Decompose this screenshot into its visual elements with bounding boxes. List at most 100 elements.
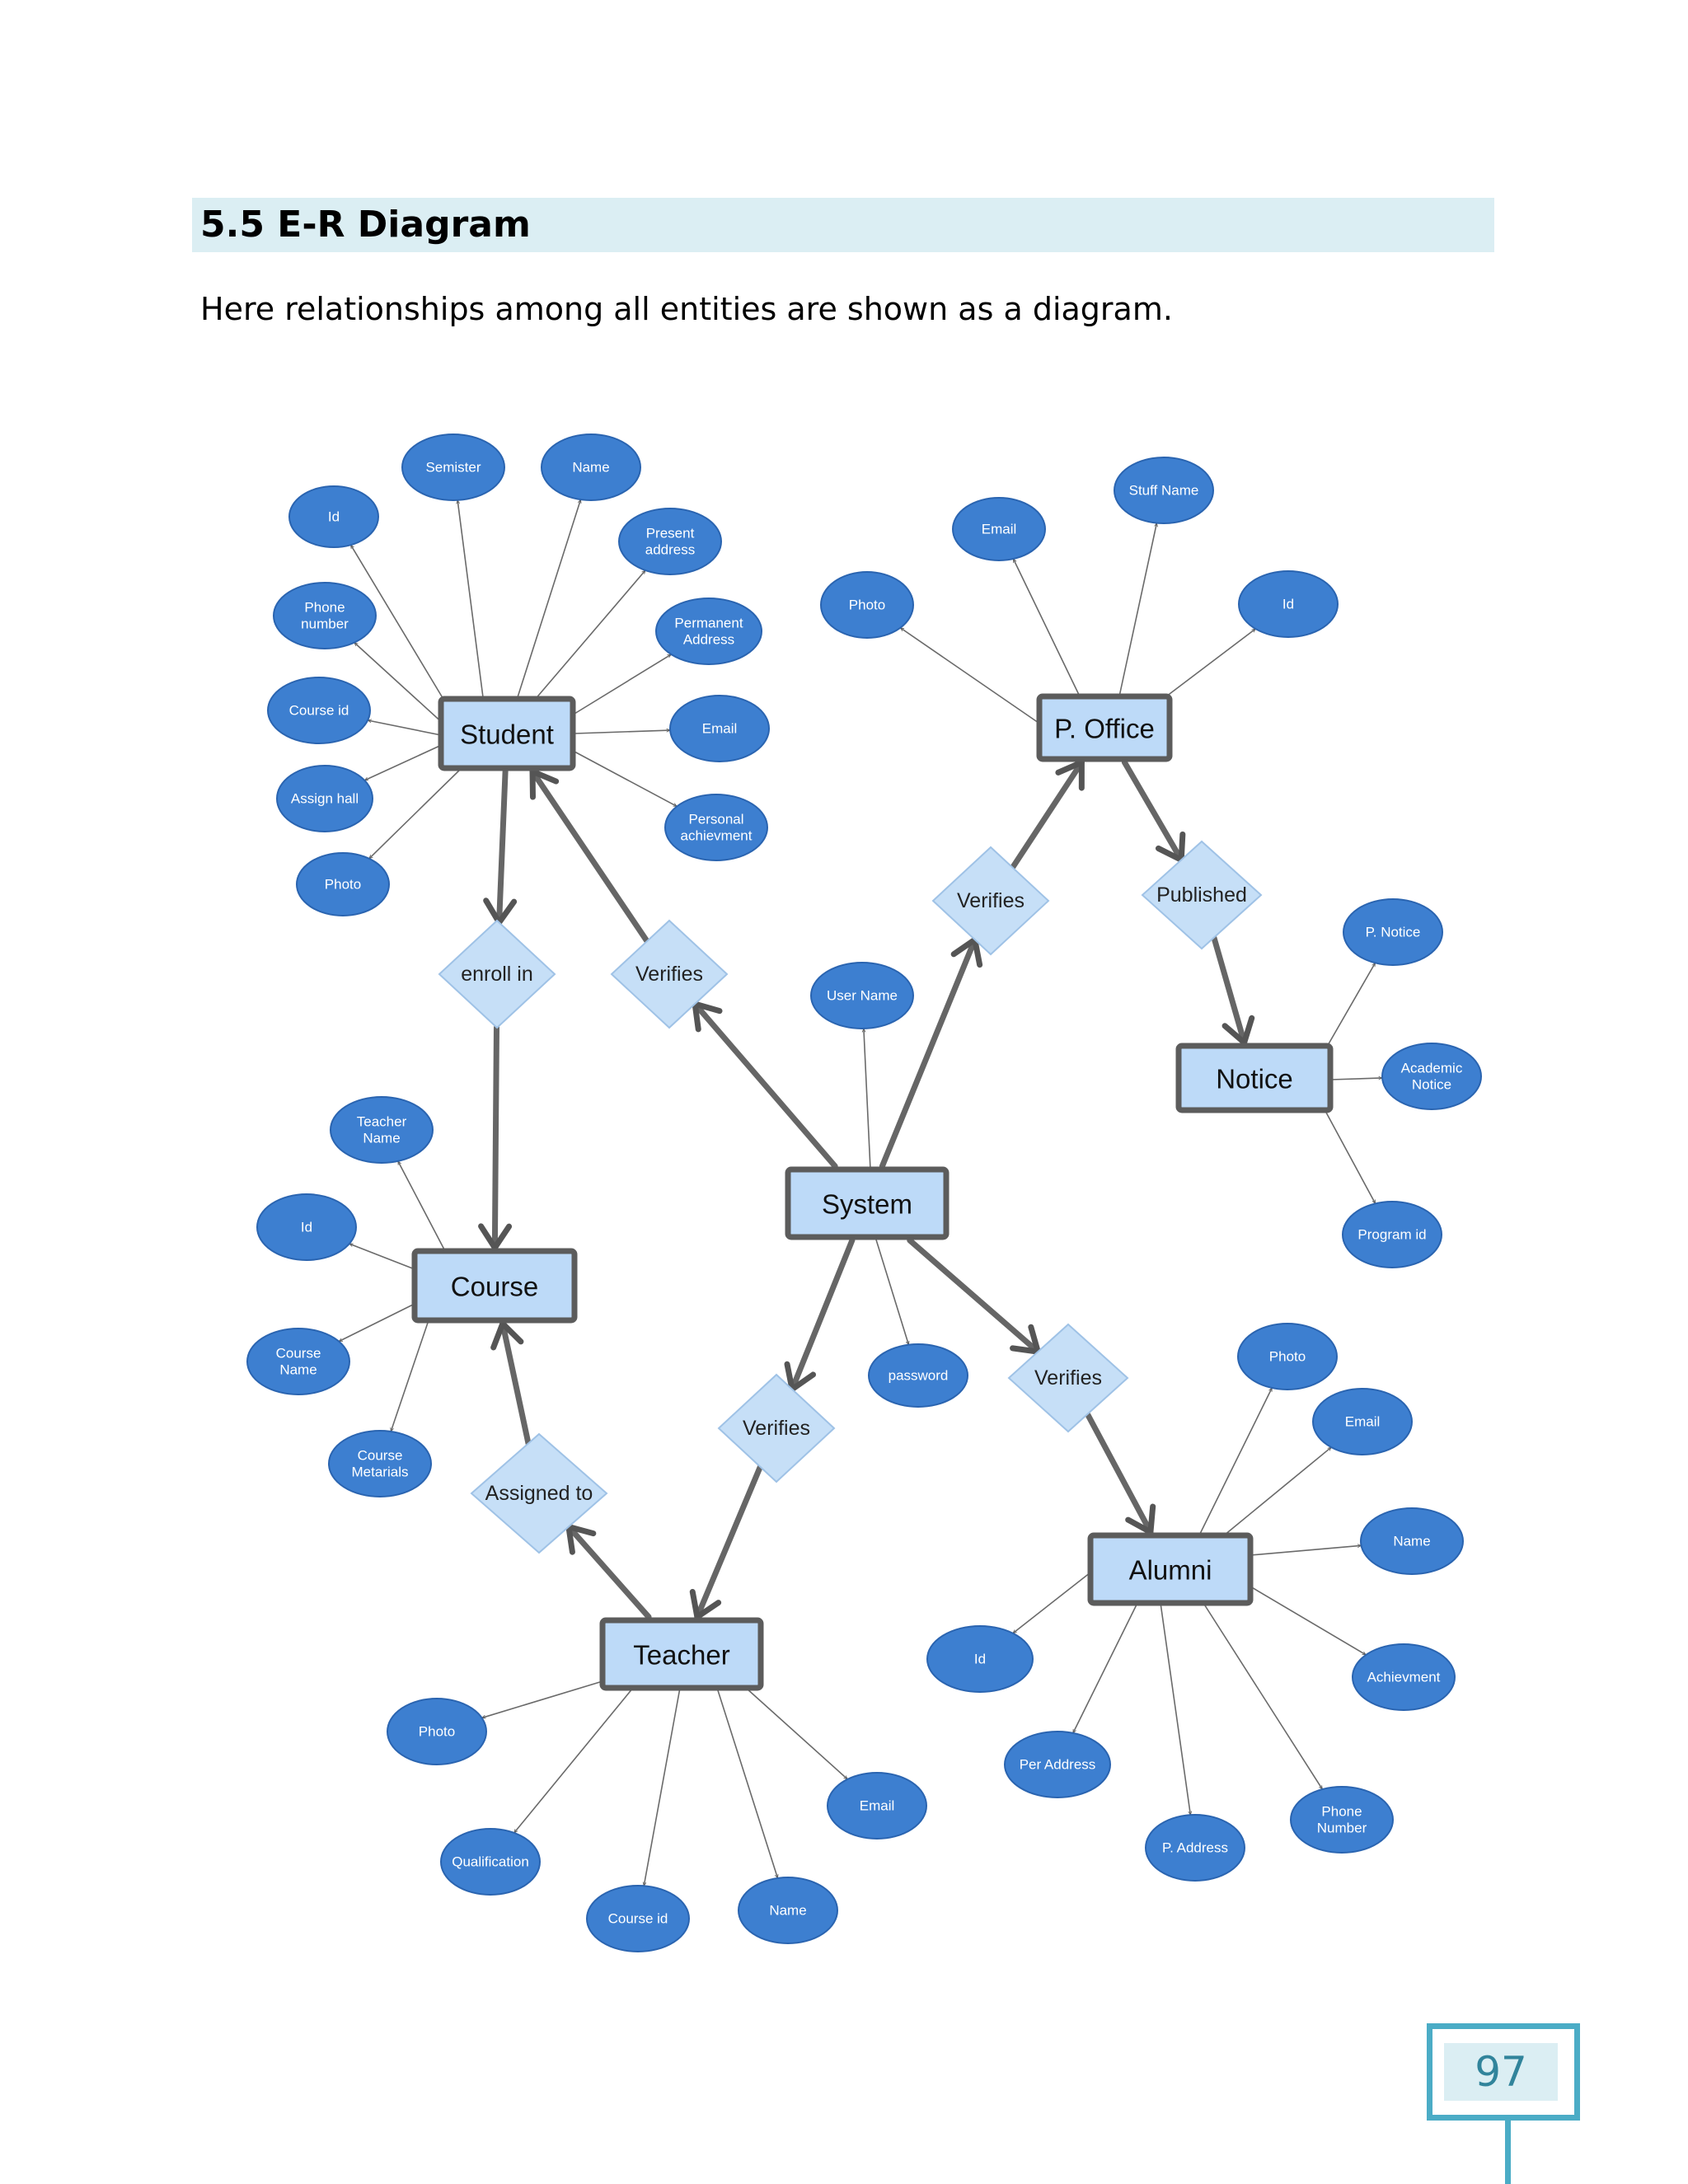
attribute-ellipse — [1004, 1731, 1111, 1798]
attribute-connector — [397, 1161, 446, 1252]
attribute-label: Email — [1345, 1414, 1381, 1430]
attribute-connector — [574, 751, 677, 808]
attribute-student: Id — [288, 485, 379, 548]
relationship-connector — [907, 1237, 1041, 1355]
relationship-verifies_teacher: Verifies — [717, 1373, 836, 1483]
attribute-alumni: Email — [1312, 1388, 1413, 1455]
attribute-poffice: Id — [1238, 570, 1339, 638]
attribute-system: password — [868, 1343, 968, 1408]
attribute-alumni: Photo — [1237, 1323, 1338, 1390]
attribute-student: Photo — [296, 852, 390, 916]
attribute-ellipse — [1114, 457, 1214, 524]
attribute-ellipse — [820, 571, 914, 639]
attribute-ellipse — [246, 1328, 350, 1395]
attribute-label: Teacher — [357, 1113, 407, 1129]
attribute-label: Photo — [419, 1724, 455, 1740]
attribute-connector — [1072, 1602, 1138, 1733]
attribute-ellipse — [1343, 898, 1443, 966]
attribute-label: Course id — [289, 703, 349, 719]
attribute-alumni: Id — [926, 1625, 1034, 1693]
attribute-connector — [716, 1687, 778, 1878]
relationship-connector — [1084, 1411, 1154, 1535]
attribute-label: Name — [769, 1903, 806, 1919]
attribute-label: P. Address — [1162, 1840, 1228, 1856]
attribute-label: User Name — [827, 988, 898, 1004]
attribute-student: Course id — [267, 677, 371, 744]
section-heading: 5.5 E-R Diagram — [200, 204, 531, 246]
attribute-ellipse — [586, 1885, 690, 1952]
attribute-ellipse — [387, 1698, 487, 1765]
attribute-label: Photo — [1269, 1349, 1306, 1365]
attribute-label: password — [889, 1368, 949, 1384]
attribute-ellipse — [401, 434, 505, 501]
attribute-connector — [364, 743, 446, 781]
relationship-connector — [879, 936, 978, 1169]
relationship-verifies_poffice: Verifies — [931, 846, 1050, 956]
relationship-label: Published — [1156, 883, 1247, 907]
attribute-connector — [1160, 1602, 1190, 1815]
attribute-ellipse — [273, 582, 377, 649]
attribute-label: achievment — [681, 828, 753, 844]
attribute-ellipse — [618, 508, 722, 575]
entity-label: Notice — [1216, 1064, 1293, 1094]
relationship-arrowhead — [490, 1318, 524, 1351]
attribute-student: Semister — [401, 434, 505, 501]
attribute-label: Program id — [1357, 1227, 1426, 1243]
attribute-notice: Program id — [1342, 1201, 1442, 1268]
relationship-arrowhead — [1055, 757, 1085, 791]
attribute-label: Semister — [425, 460, 481, 476]
attribute-connector — [864, 1029, 871, 1170]
relationship-diamond — [1007, 1323, 1129, 1433]
attribute-teacher: Email — [827, 1772, 927, 1840]
section-intro: Here relationships among all entities ar… — [200, 291, 1173, 327]
attribute-ellipse — [330, 1096, 434, 1164]
entity-label: Student — [460, 719, 554, 750]
attribute-connector — [1198, 1388, 1273, 1536]
relationship-label: Assigned to — [485, 1482, 593, 1505]
attribute-poffice: Email — [952, 497, 1046, 561]
entity-label: Alumni — [1129, 1555, 1212, 1586]
relationship-diamond — [610, 919, 729, 1029]
attribute-connector — [513, 1687, 634, 1833]
attribute-ellipse — [267, 677, 371, 744]
relationship-connector — [789, 1237, 856, 1393]
attribute-label: Course id — [608, 1911, 668, 1927]
attribute-ellipse — [1290, 1786, 1394, 1854]
attribute-connector — [644, 1687, 681, 1886]
attribute-connector — [1329, 1078, 1382, 1080]
attribute-ellipse — [952, 497, 1046, 561]
attribute-connector — [349, 545, 450, 710]
entity-system: System — [785, 1166, 950, 1240]
relationship-verifies_student: Verifies — [610, 919, 729, 1029]
attribute-label: number — [301, 616, 349, 632]
entity-box — [411, 1248, 578, 1324]
relationship-label: Verifies — [957, 889, 1025, 912]
attribute-connector — [1326, 963, 1376, 1047]
attribute-label: Permanent — [674, 615, 743, 630]
relationship-diamond — [931, 846, 1050, 956]
attribute-poffice: Photo — [820, 571, 914, 639]
attribute-label: Stuff Name — [1129, 483, 1199, 499]
entity-box — [438, 696, 576, 771]
attribute-ellipse — [1237, 1323, 1338, 1390]
attribute-ellipse — [1381, 1043, 1482, 1110]
attribute-connector — [457, 500, 484, 698]
attribute-label: Name — [363, 1131, 400, 1146]
attribute-connector — [482, 1680, 603, 1718]
attribute-connector — [368, 720, 442, 736]
attribute-connector — [354, 643, 446, 726]
entity-student: Student — [438, 696, 576, 771]
attribute-label: Name — [572, 460, 609, 476]
attribute-connector — [1013, 1572, 1091, 1634]
relationship-connector — [1211, 935, 1248, 1046]
entity-box — [1175, 1043, 1334, 1113]
attribute-student: Name — [541, 434, 641, 501]
attribute-ellipse — [1352, 1643, 1456, 1711]
entity-box — [1087, 1532, 1254, 1606]
attribute-label: Id — [974, 1652, 986, 1667]
